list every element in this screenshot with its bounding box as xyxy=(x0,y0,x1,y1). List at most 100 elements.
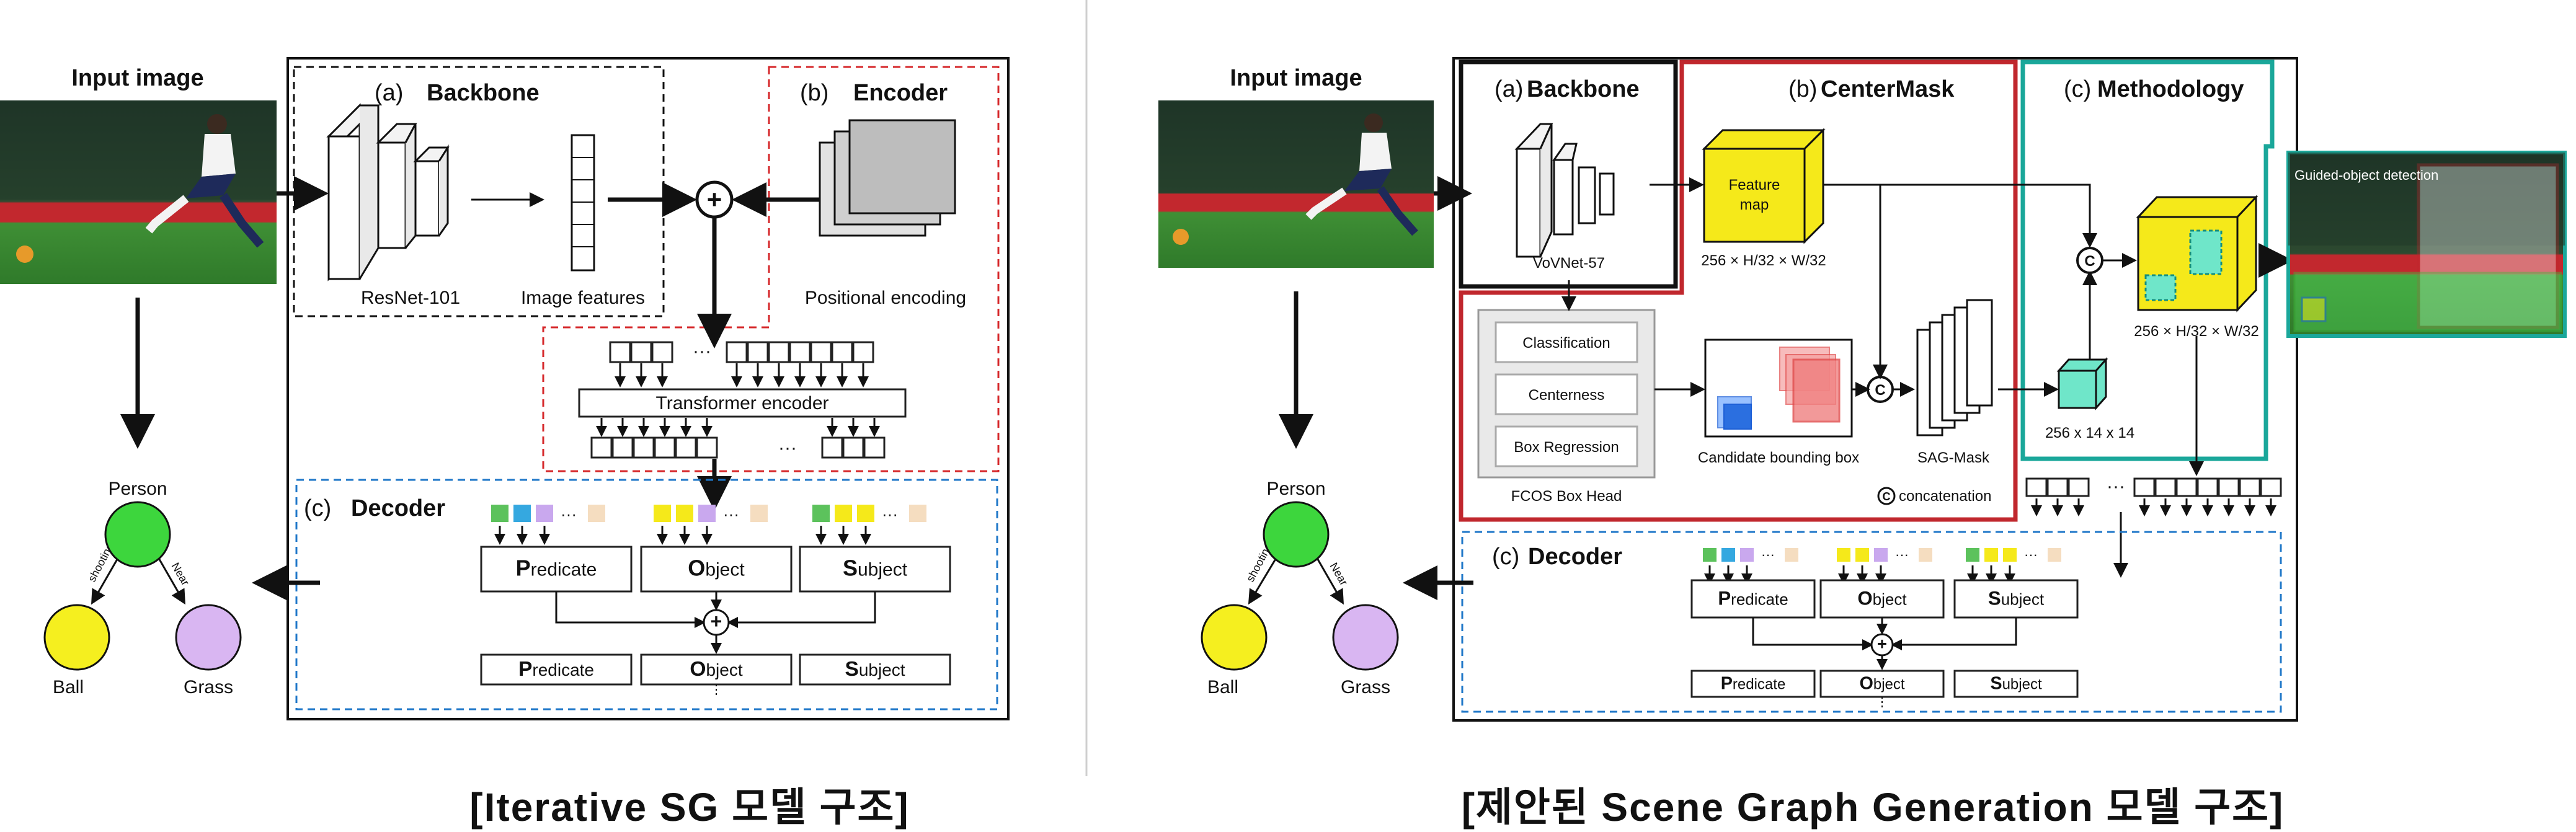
query-ellipsis: ··· xyxy=(561,505,577,523)
token xyxy=(2239,477,2261,497)
query-token xyxy=(588,505,605,522)
concat-legend-symbol: C xyxy=(1883,490,1891,503)
left-player-figure xyxy=(145,114,264,248)
right-centermask-title: CenterMask xyxy=(1821,76,1955,102)
decoder-head-label: Object xyxy=(1857,587,1907,609)
fcos-item-label: Box Regression xyxy=(1514,439,1619,456)
token xyxy=(2218,477,2240,497)
candidate-label: Candidate bounding box xyxy=(1698,449,1859,466)
encoder-input-token xyxy=(747,341,769,387)
token xyxy=(2133,477,2156,497)
right-input-image xyxy=(1158,100,1434,268)
right-backbone-tag: (a) xyxy=(1495,76,1523,102)
right-backbone-title: Backbone xyxy=(1527,76,1640,102)
left-backbone-title: Backbone xyxy=(427,80,540,106)
decoder-head-label: Predicate xyxy=(516,555,597,581)
decoder-add-symbol: + xyxy=(711,610,722,632)
fcos-item-label: Centerness xyxy=(1529,387,1605,404)
concat-node-2-symbol: C xyxy=(2084,253,2095,270)
left-node-grass xyxy=(175,604,242,671)
token xyxy=(2260,477,2282,497)
right-methodology-title: Methodology xyxy=(2097,76,2244,102)
right-methodology-tag: (c) xyxy=(2064,76,2091,102)
query-ellipsis: ··· xyxy=(723,505,739,523)
encoder-output-token xyxy=(842,418,864,459)
decoder-head-ubject xyxy=(1953,579,2079,619)
left-add-symbol: + xyxy=(707,185,722,214)
query-token xyxy=(2003,548,2017,562)
left-node-grass-label: Grass xyxy=(184,677,233,697)
query-token xyxy=(1740,548,1754,562)
left-caption: [Iterative SG 모델 구조] xyxy=(469,785,909,830)
left-positional-label: Positional encoding xyxy=(805,288,966,308)
sag-mask-stack-icon xyxy=(1916,299,1993,436)
left-input-image-title: Input image xyxy=(71,65,203,91)
query-ellipsis: ··· xyxy=(882,505,898,523)
right-encoder-tokens xyxy=(2025,477,2282,516)
token xyxy=(2025,477,2048,497)
guided-detection-output: Guided-object detection xyxy=(2286,151,2567,338)
concat-node-1-symbol: C xyxy=(1875,382,1885,399)
decoder-output-label: Subject xyxy=(1990,674,2042,694)
concat-legend-icon xyxy=(1877,487,1896,505)
left-encoder-box xyxy=(542,66,1000,472)
query-token xyxy=(536,505,553,522)
encoder-output-token xyxy=(654,418,676,459)
image-features-column-icon xyxy=(571,134,595,272)
right-input-image-title: Input image xyxy=(1230,65,1362,91)
big-feature-cube-icon xyxy=(2136,195,2258,312)
token xyxy=(2067,477,2090,497)
encoder-input-token xyxy=(726,341,748,387)
feature-map-cube-icon xyxy=(1702,128,1826,244)
left-decoder-tag: (c) xyxy=(304,495,331,521)
feature-map-label-2: map xyxy=(1740,197,1769,213)
fcos-item-box xyxy=(1495,321,1638,363)
left-enc-ellipsis-top: ··· xyxy=(693,341,711,361)
right-methodology-box xyxy=(2020,60,2275,461)
query-token xyxy=(1837,548,1850,562)
left-decoder-title: Decoder xyxy=(351,495,445,521)
left-scene-graph: shooting Near Person Ball Grass xyxy=(43,479,242,697)
decoder-output-ubject xyxy=(1953,670,2079,698)
feature-map-size: 256 × H/32 × W/32 xyxy=(1701,252,1826,269)
query-token xyxy=(1984,548,1998,562)
left-enc-ellipsis-bottom: ··· xyxy=(778,438,797,458)
left-image-features-label: Image features xyxy=(521,288,645,308)
query-token xyxy=(909,505,926,522)
token xyxy=(2175,477,2198,497)
encoder-input-token xyxy=(831,341,853,387)
left-backbone-tag: (a) xyxy=(375,80,403,106)
query-token xyxy=(1721,548,1735,562)
right-node-person xyxy=(1263,501,1330,568)
encoder-input-token xyxy=(789,341,811,387)
decoder-output-label: Object xyxy=(1859,674,1904,694)
query-token xyxy=(676,505,693,522)
left-node-ball-label: Ball xyxy=(53,677,84,697)
decoder-output-label: Predicate xyxy=(1721,674,1786,694)
right-vovnet-label: VoVNet-57 xyxy=(1533,255,1605,272)
decoder-add-symbol: + xyxy=(1877,634,1887,653)
encoder-output-token xyxy=(611,418,634,459)
fcos-label: FCOS Box Head xyxy=(1511,488,1622,505)
decoder-output-ubject xyxy=(799,653,951,686)
decoder-head-label: Object xyxy=(688,555,745,581)
right-diagram: Input image (a) Backbone VoVNet-57 xyxy=(1158,57,2567,830)
left-encoder-title: Encoder xyxy=(853,80,948,106)
decoder-output-label: Object xyxy=(690,658,742,681)
feature-map-label-1: Feature xyxy=(1729,177,1780,193)
decoder-head-bject xyxy=(640,546,793,593)
left-resnet-label: ResNet-101 xyxy=(361,288,460,308)
query-ellipsis: ··· xyxy=(1761,547,1775,562)
vovnet-layers-icon xyxy=(1514,123,1615,258)
query-token xyxy=(1966,548,1979,562)
right-main-frame xyxy=(1452,57,2298,722)
left-node-ball xyxy=(43,604,110,671)
small-teal-cube-icon xyxy=(2056,357,2108,410)
decoder-head-redicate xyxy=(480,546,633,593)
query-ellipsis: ··· xyxy=(1895,547,1909,562)
encoder-input-token xyxy=(810,341,832,387)
guided-output-label: Guided-object detection xyxy=(2294,167,2438,183)
